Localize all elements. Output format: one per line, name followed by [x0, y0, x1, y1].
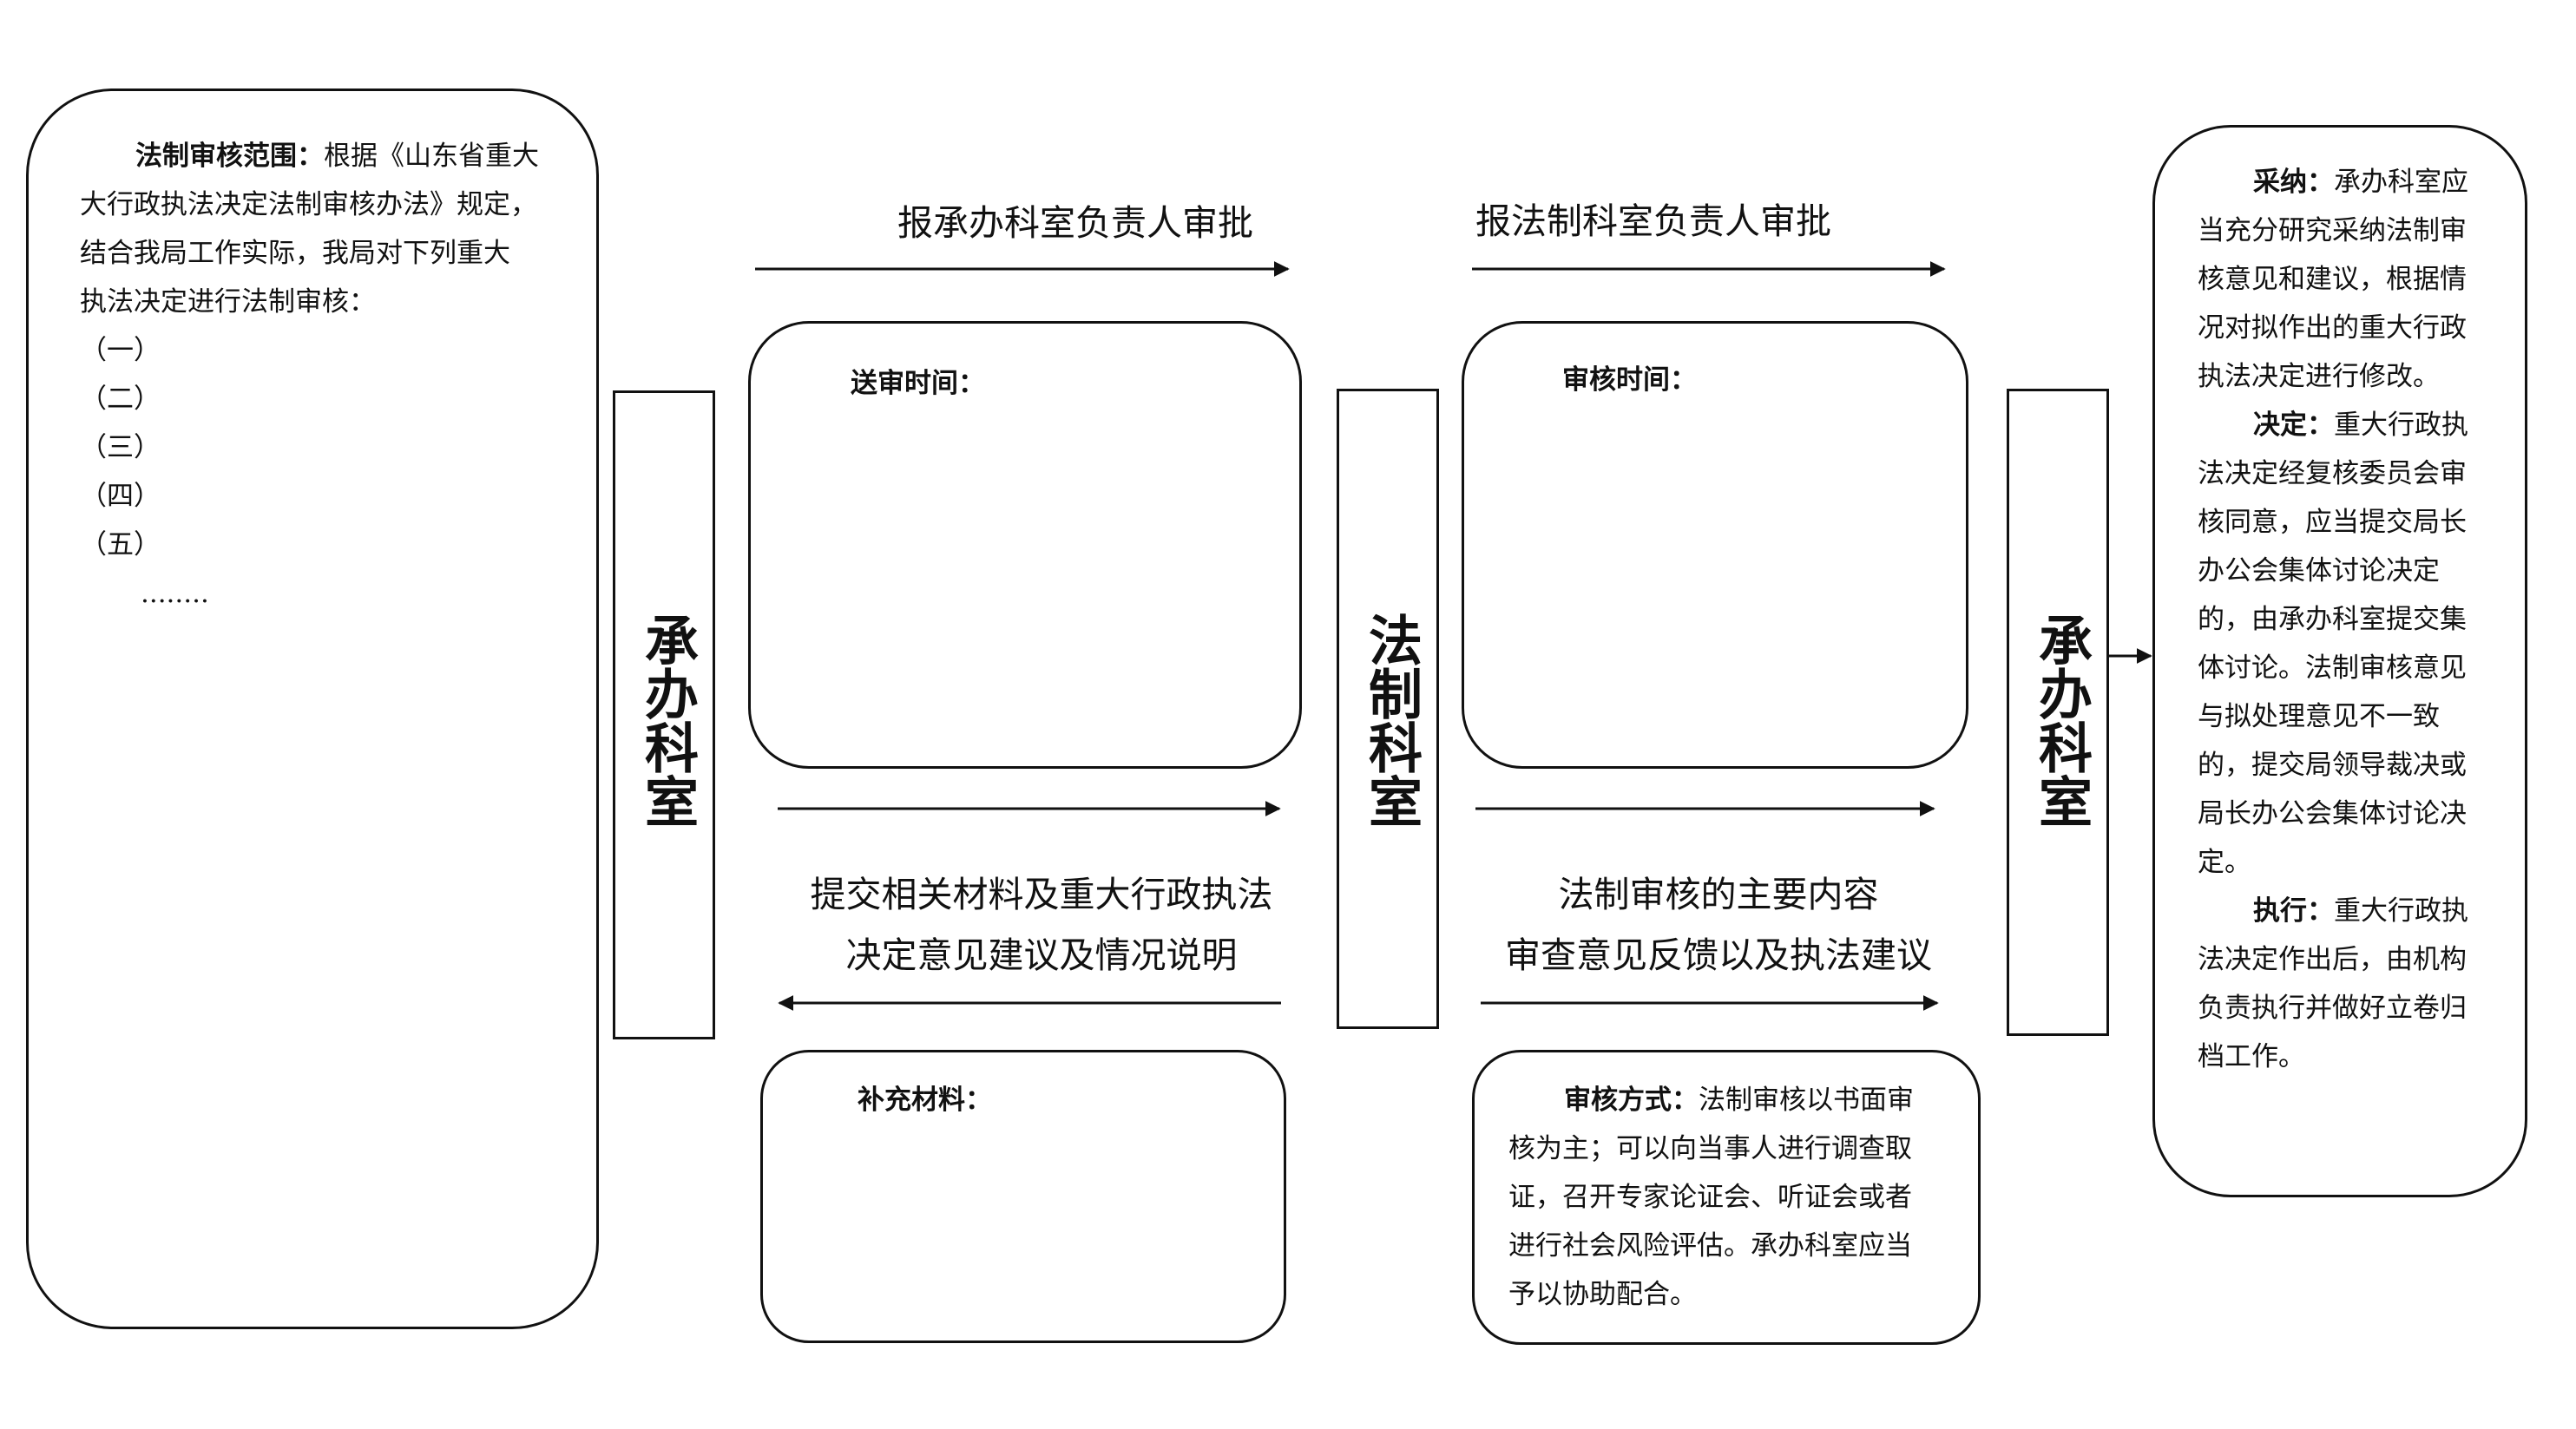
supplement-box	[760, 1050, 1286, 1343]
outcome-text: 采纳：承办科室应 当充分研究采纳法制审 核意见和建议，根据情 况对拟作出的重大行…	[2198, 167, 2468, 1072]
send-time-box	[748, 321, 1302, 769]
send-time-label: 送审时间：	[851, 368, 985, 399]
node-dept-left	[613, 390, 715, 1039]
review-method-text: 审核方式：法制审核以书面审 核为主；可以向当事人进行调查取 证，召开专家论证会、…	[1508, 1085, 1914, 1310]
scope-panel	[26, 88, 599, 1329]
adopt-heading: 采纳：	[2253, 167, 2334, 198]
scope-item: （二）	[80, 383, 161, 415]
node-dept-right	[2007, 389, 2109, 1036]
scope-ellipsis: ........	[141, 578, 209, 609]
scope-item: （一）	[80, 335, 161, 366]
node-legal-dept	[1337, 389, 1439, 1029]
execute-heading: 执行：	[2253, 895, 2334, 927]
review-method-box	[1472, 1050, 1981, 1345]
review-time-box	[1462, 321, 1968, 769]
scope-item: （四）	[80, 481, 161, 512]
flow-report-legal-head: 报法制科室负责人审批	[1475, 200, 1831, 242]
outcome-panel	[2152, 125, 2527, 1197]
scope-heading: 法制审核范围：	[135, 141, 324, 172]
node-dept-right-label: 承办科室	[2029, 613, 2093, 828]
flow-submit-materials: 提交相关材料及重大行政执法 决定意见建议及情况说明	[810, 874, 1273, 976]
review-time-label: 审核时间：	[1562, 364, 1697, 396]
node-dept-left-label: 承办科室	[635, 613, 699, 828]
scope-item: （三）	[80, 432, 161, 463]
flow-review-feedback: 法制审核的主要内容 审查意见反馈以及执法建议	[1505, 874, 1932, 976]
node-legal-dept-label: 法制科室	[1359, 613, 1423, 828]
supplement-label: 补充材料：	[858, 1085, 992, 1116]
review-method-heading: 审核方式：	[1564, 1085, 1699, 1116]
scope-text: 法制审核范围：根据《山东省重大 大行政执法决定法制审核办法》规定， 结合我局工作…	[80, 132, 539, 618]
scope-item: （五）	[80, 529, 161, 560]
flow-report-dept-head: 报承办科室负责人审批	[897, 202, 1253, 244]
decide-heading: 决定：	[2253, 410, 2334, 441]
